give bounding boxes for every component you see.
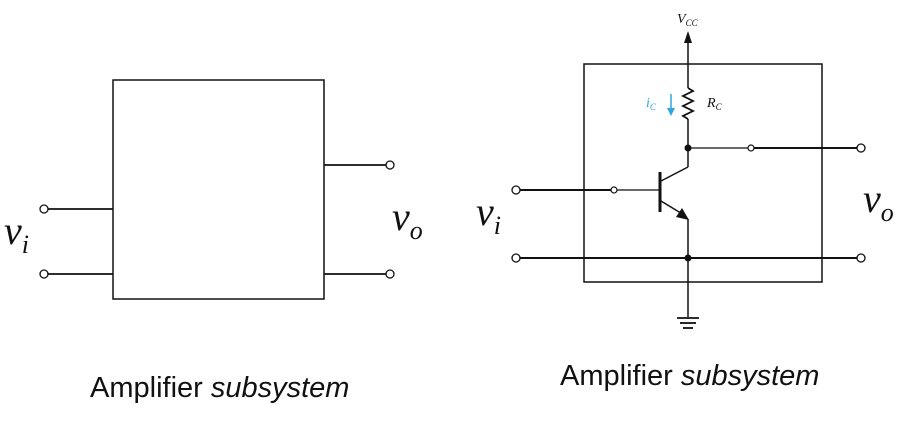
resistor-label: RC bbox=[706, 96, 723, 112]
input-terminal-bottom bbox=[511, 253, 521, 263]
output-terminal-bottom bbox=[385, 269, 395, 279]
input-terminal-bottom bbox=[39, 269, 49, 279]
collector-current-label: iC bbox=[646, 96, 657, 112]
output-terminal-top bbox=[385, 160, 395, 170]
output-internal-terminal bbox=[747, 144, 755, 152]
input-voltage-label: vi bbox=[4, 208, 29, 259]
input-terminal-top bbox=[511, 185, 521, 195]
right-caption: Amplifier subsystem bbox=[560, 360, 819, 393]
collector-diagonal bbox=[660, 166, 689, 182]
left-caption: Amplifier subsystem bbox=[90, 372, 349, 405]
right-caption-plain: Amplifier bbox=[560, 360, 681, 392]
subsystem-box bbox=[583, 63, 823, 283]
output-terminal-bottom bbox=[856, 253, 866, 263]
ground-icon bbox=[677, 317, 699, 329]
output-voltage-label: vo bbox=[392, 194, 423, 245]
right-amplifier: VCC RC iC bbox=[476, 12, 894, 329]
left-caption-plain: Amplifier bbox=[90, 372, 211, 404]
collector-resistor bbox=[680, 87, 696, 120]
emitter-arrow-icon bbox=[676, 208, 689, 220]
amplifier-box bbox=[112, 79, 325, 300]
input-voltage-label: vi bbox=[476, 189, 501, 240]
supply-arrow-icon bbox=[684, 31, 692, 43]
right-caption-italic: subsystem bbox=[680, 360, 820, 392]
left-amplifier: vi vo bbox=[4, 79, 423, 300]
output-terminal-top bbox=[856, 143, 866, 153]
input-terminal-top bbox=[39, 204, 49, 214]
current-arrow-icon bbox=[667, 108, 675, 116]
left-caption-italic: subsystem bbox=[210, 372, 350, 404]
base-internal-terminal bbox=[610, 186, 618, 194]
output-voltage-label: vo bbox=[863, 176, 894, 227]
supply-label: VCC bbox=[677, 12, 699, 28]
